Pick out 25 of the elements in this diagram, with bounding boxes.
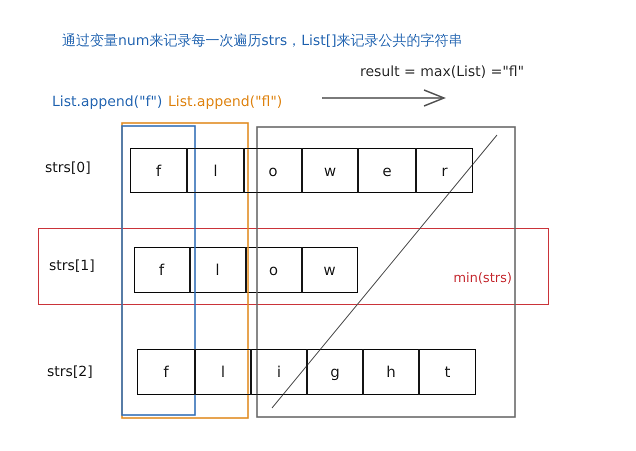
- character-box: f: [134, 246, 190, 292]
- character-box: l: [190, 246, 246, 292]
- character-box: w: [302, 148, 358, 193]
- character-box: f: [130, 148, 187, 193]
- character-box: i: [251, 349, 307, 395]
- character-box: l: [195, 349, 251, 395]
- character-box: r: [416, 148, 473, 193]
- row-label: strs[0]: [45, 160, 91, 176]
- character-box: o: [244, 148, 302, 193]
- formula-text: result = max(List) ="fl": [360, 64, 524, 80]
- function-label: min(strs): [453, 271, 512, 286]
- character-box: e: [358, 148, 416, 193]
- character-box: t: [419, 349, 476, 395]
- character-box: w: [302, 246, 358, 292]
- character-box: g: [307, 349, 363, 395]
- character-box: l: [187, 148, 244, 193]
- title: 通过变量num来记录每一次遍历strs，List[]来记录公共的字符串: [62, 32, 463, 50]
- highlight-band: [38, 228, 549, 305]
- annotation-text: List.append("f"): [52, 94, 162, 110]
- character-box: f: [137, 349, 195, 395]
- annotation-text: List.append("fl"): [168, 94, 282, 110]
- character-box: h: [363, 349, 419, 395]
- row-label: strs[2]: [47, 364, 93, 380]
- row-label: strs[1]: [49, 258, 95, 274]
- character-box: o: [246, 246, 302, 292]
